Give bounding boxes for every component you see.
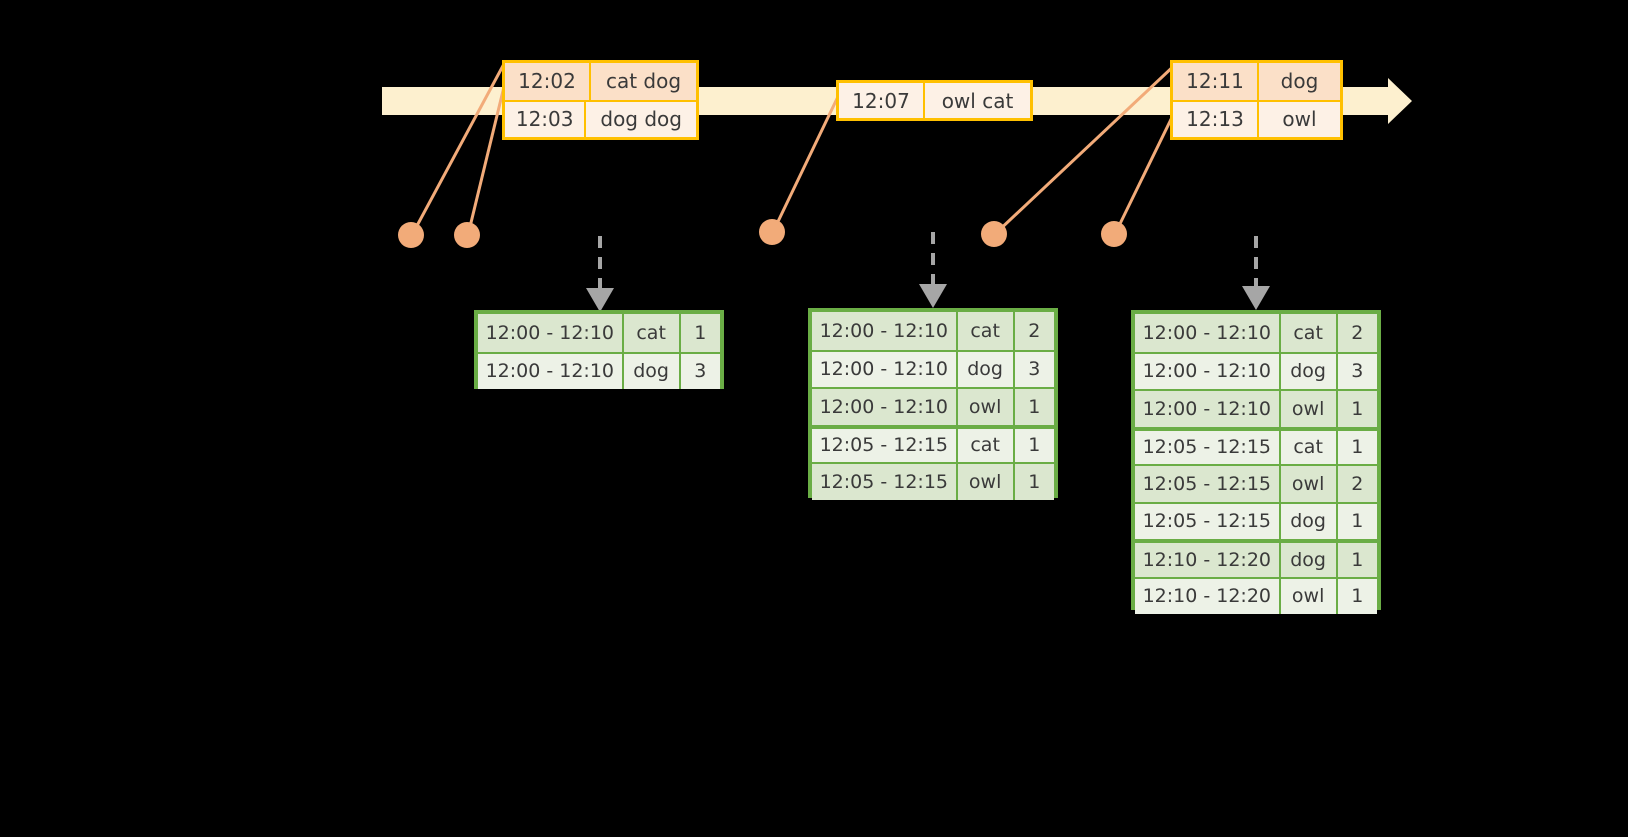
event-time: 12:11: [1173, 63, 1259, 100]
timeline-arrowhead-icon: [1368, 78, 1412, 124]
cell-count: 1: [1351, 397, 1364, 420]
cell-key: cat: [1281, 314, 1338, 352]
event-box-3[interactable]: 12:11 dog 12:13 owl: [1170, 60, 1343, 140]
cell-key: dog: [624, 353, 681, 389]
event-time: 12:03: [505, 101, 587, 137]
event-time: 12:07: [839, 83, 925, 118]
cell-key: owl: [1281, 391, 1338, 427]
cell-key: dog: [1281, 543, 1338, 577]
event-box-2[interactable]: 12:07 owl cat: [836, 80, 1033, 121]
event-words: owl cat: [941, 88, 1014, 113]
cell-count: 1: [1351, 548, 1364, 571]
event-dot-3[interactable]: [759, 219, 785, 245]
cell-key: dog: [1281, 503, 1338, 539]
event-row: 12:13 owl: [1173, 99, 1340, 137]
cell-count: 1: [694, 321, 707, 344]
event-time: 12:02: [505, 63, 591, 100]
cell-key: cat: [958, 428, 1015, 462]
cell-count: 1: [1028, 434, 1041, 457]
cell-window: 12:05 - 12:15: [812, 428, 958, 462]
cell-count: 1: [1351, 510, 1364, 533]
cell-count: 2: [1351, 472, 1364, 495]
cell-key: cat: [958, 312, 1015, 350]
cell-window: 12:00 - 12:10: [478, 314, 624, 352]
cell-count: 3: [1351, 360, 1364, 383]
event-words: cat dog: [605, 69, 682, 94]
event-row: 12:03 dog dog: [505, 99, 696, 137]
cell-window: 12:00 - 12:10: [1135, 391, 1281, 427]
cell-window: 12:05 - 12:15: [1135, 503, 1281, 539]
cell-count: 1: [1028, 470, 1041, 493]
cell-window: 12:05 - 12:15: [1135, 430, 1281, 464]
event-time: 12:13: [1173, 101, 1259, 137]
event-row: 12:07 owl cat: [839, 83, 1030, 118]
event-dot-5[interactable]: [1101, 221, 1127, 247]
cell-count: 2: [1028, 319, 1041, 342]
event-dot-2[interactable]: [454, 222, 480, 248]
cell-key: owl: [1281, 466, 1338, 502]
event-words: owl: [1282, 107, 1317, 132]
flow-arrowhead-1: [586, 288, 614, 312]
cell-key: owl: [958, 389, 1015, 425]
event-words: dog dog: [600, 107, 682, 132]
cell-key: owl: [958, 464, 1015, 500]
cell-window: 12:05 - 12:15: [1135, 466, 1281, 502]
event-words: dog: [1280, 69, 1319, 94]
event-row: 12:11 dog: [1173, 63, 1340, 100]
cell-window: 12:00 - 12:10: [812, 312, 958, 350]
cell-window: 12:00 - 12:10: [478, 353, 624, 389]
event-dot-1[interactable]: [398, 222, 424, 248]
cell-window: 12:10 - 12:20: [1135, 578, 1281, 614]
cell-window: 12:00 - 12:10: [812, 351, 958, 387]
connector-line-5: [1113, 104, 1180, 235]
cell-count: 3: [694, 360, 707, 383]
cell-window: 12:00 - 12:10: [812, 389, 958, 425]
cell-count: 1: [1028, 395, 1041, 418]
cell-window: 12:10 - 12:20: [1135, 543, 1281, 577]
cell-key: cat: [1281, 430, 1338, 464]
flow-arrowhead-3: [1242, 286, 1270, 310]
cell-window: 12:00 - 12:10: [1135, 353, 1281, 389]
cell-key: owl: [1281, 578, 1338, 614]
flow-arrowhead-2: [919, 284, 947, 308]
cell-key: dog: [958, 351, 1015, 387]
cell-count: 3: [1028, 358, 1041, 381]
cell-key: dog: [1281, 353, 1338, 389]
cell-count: 1: [1351, 436, 1364, 459]
cell-count: 2: [1351, 321, 1364, 344]
cell-window: 12:00 - 12:10: [1135, 314, 1281, 352]
event-box-1[interactable]: 12:02 cat dog 12:03 dog dog: [502, 60, 699, 140]
cell-key: cat: [624, 314, 681, 352]
cell-window: 12:05 - 12:15: [812, 464, 958, 500]
cell-count: 1: [1351, 585, 1364, 608]
event-dot-4[interactable]: [981, 221, 1007, 247]
event-row: 12:02 cat dog: [505, 63, 696, 100]
